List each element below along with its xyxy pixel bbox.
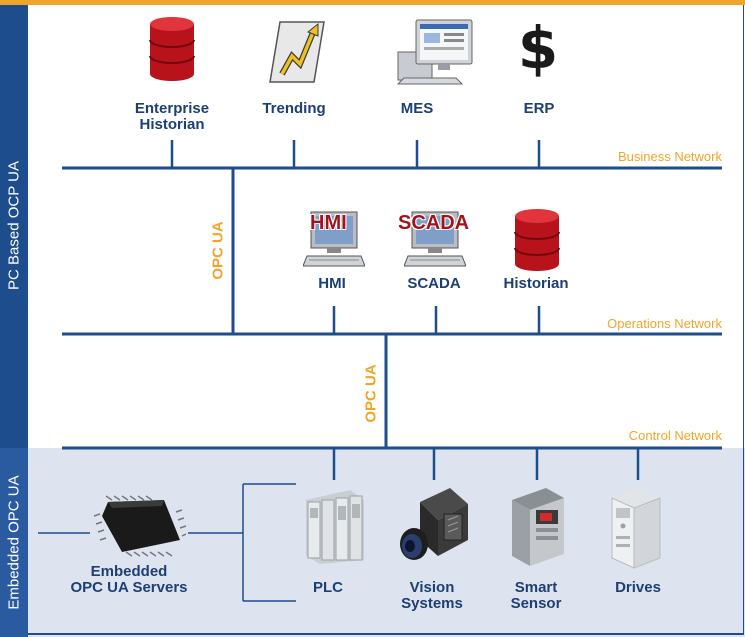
top-accent-bar [0, 0, 745, 5]
trend-chart-icon [268, 20, 326, 84]
scada-badge: SCADA [398, 212, 470, 234]
svg-text:$: $ [518, 16, 558, 78]
database-icon [147, 16, 197, 82]
scada-workstation-icon [403, 206, 467, 268]
pc-based-band: PC Based OCP UA [0, 5, 28, 448]
chip-icon [92, 494, 187, 558]
historian-label: Historian [503, 275, 569, 292]
mes-label: MES [400, 100, 434, 117]
erp-label: ERP [523, 100, 555, 117]
camera-icon [398, 484, 470, 564]
vision-systems-label: Vision Systems [401, 579, 463, 612]
computer-icon [396, 18, 476, 86]
operations-network-label: Operations Network [607, 316, 722, 331]
scada-label: SCADA [407, 275, 461, 292]
hmi-workstation-icon [302, 206, 366, 268]
embedded-band: Embedded OPC UA [0, 448, 28, 637]
control-network-label: Control Network [628, 428, 722, 443]
business-network-label: Business Network [617, 149, 722, 164]
plc-label: PLC [313, 579, 343, 596]
drive-icon [608, 486, 664, 570]
dollar-icon: $ [516, 14, 560, 82]
opc-ua-upper-label: OPC UA [209, 221, 227, 280]
embedded-servers-label: Embedded OPC UA Servers [70, 563, 188, 596]
database-icon [513, 208, 561, 272]
sensor-icon [508, 486, 566, 568]
sidebar: PC Based OCP UA Embedded OPC UA [0, 5, 28, 637]
drives-label: Drives [615, 579, 661, 596]
hmi-label: HMI [318, 275, 346, 292]
plc-icon [302, 486, 366, 566]
hmi-badge: HMI [310, 212, 347, 234]
diagram-frame [28, 5, 744, 635]
opc-ua-lower-label: OPC UA [362, 364, 380, 423]
enterprise-historian-label: Enterprise Historian [134, 100, 210, 133]
smart-sensor-label: Smart Sensor [510, 579, 562, 612]
trending-label: Trending [262, 100, 326, 117]
